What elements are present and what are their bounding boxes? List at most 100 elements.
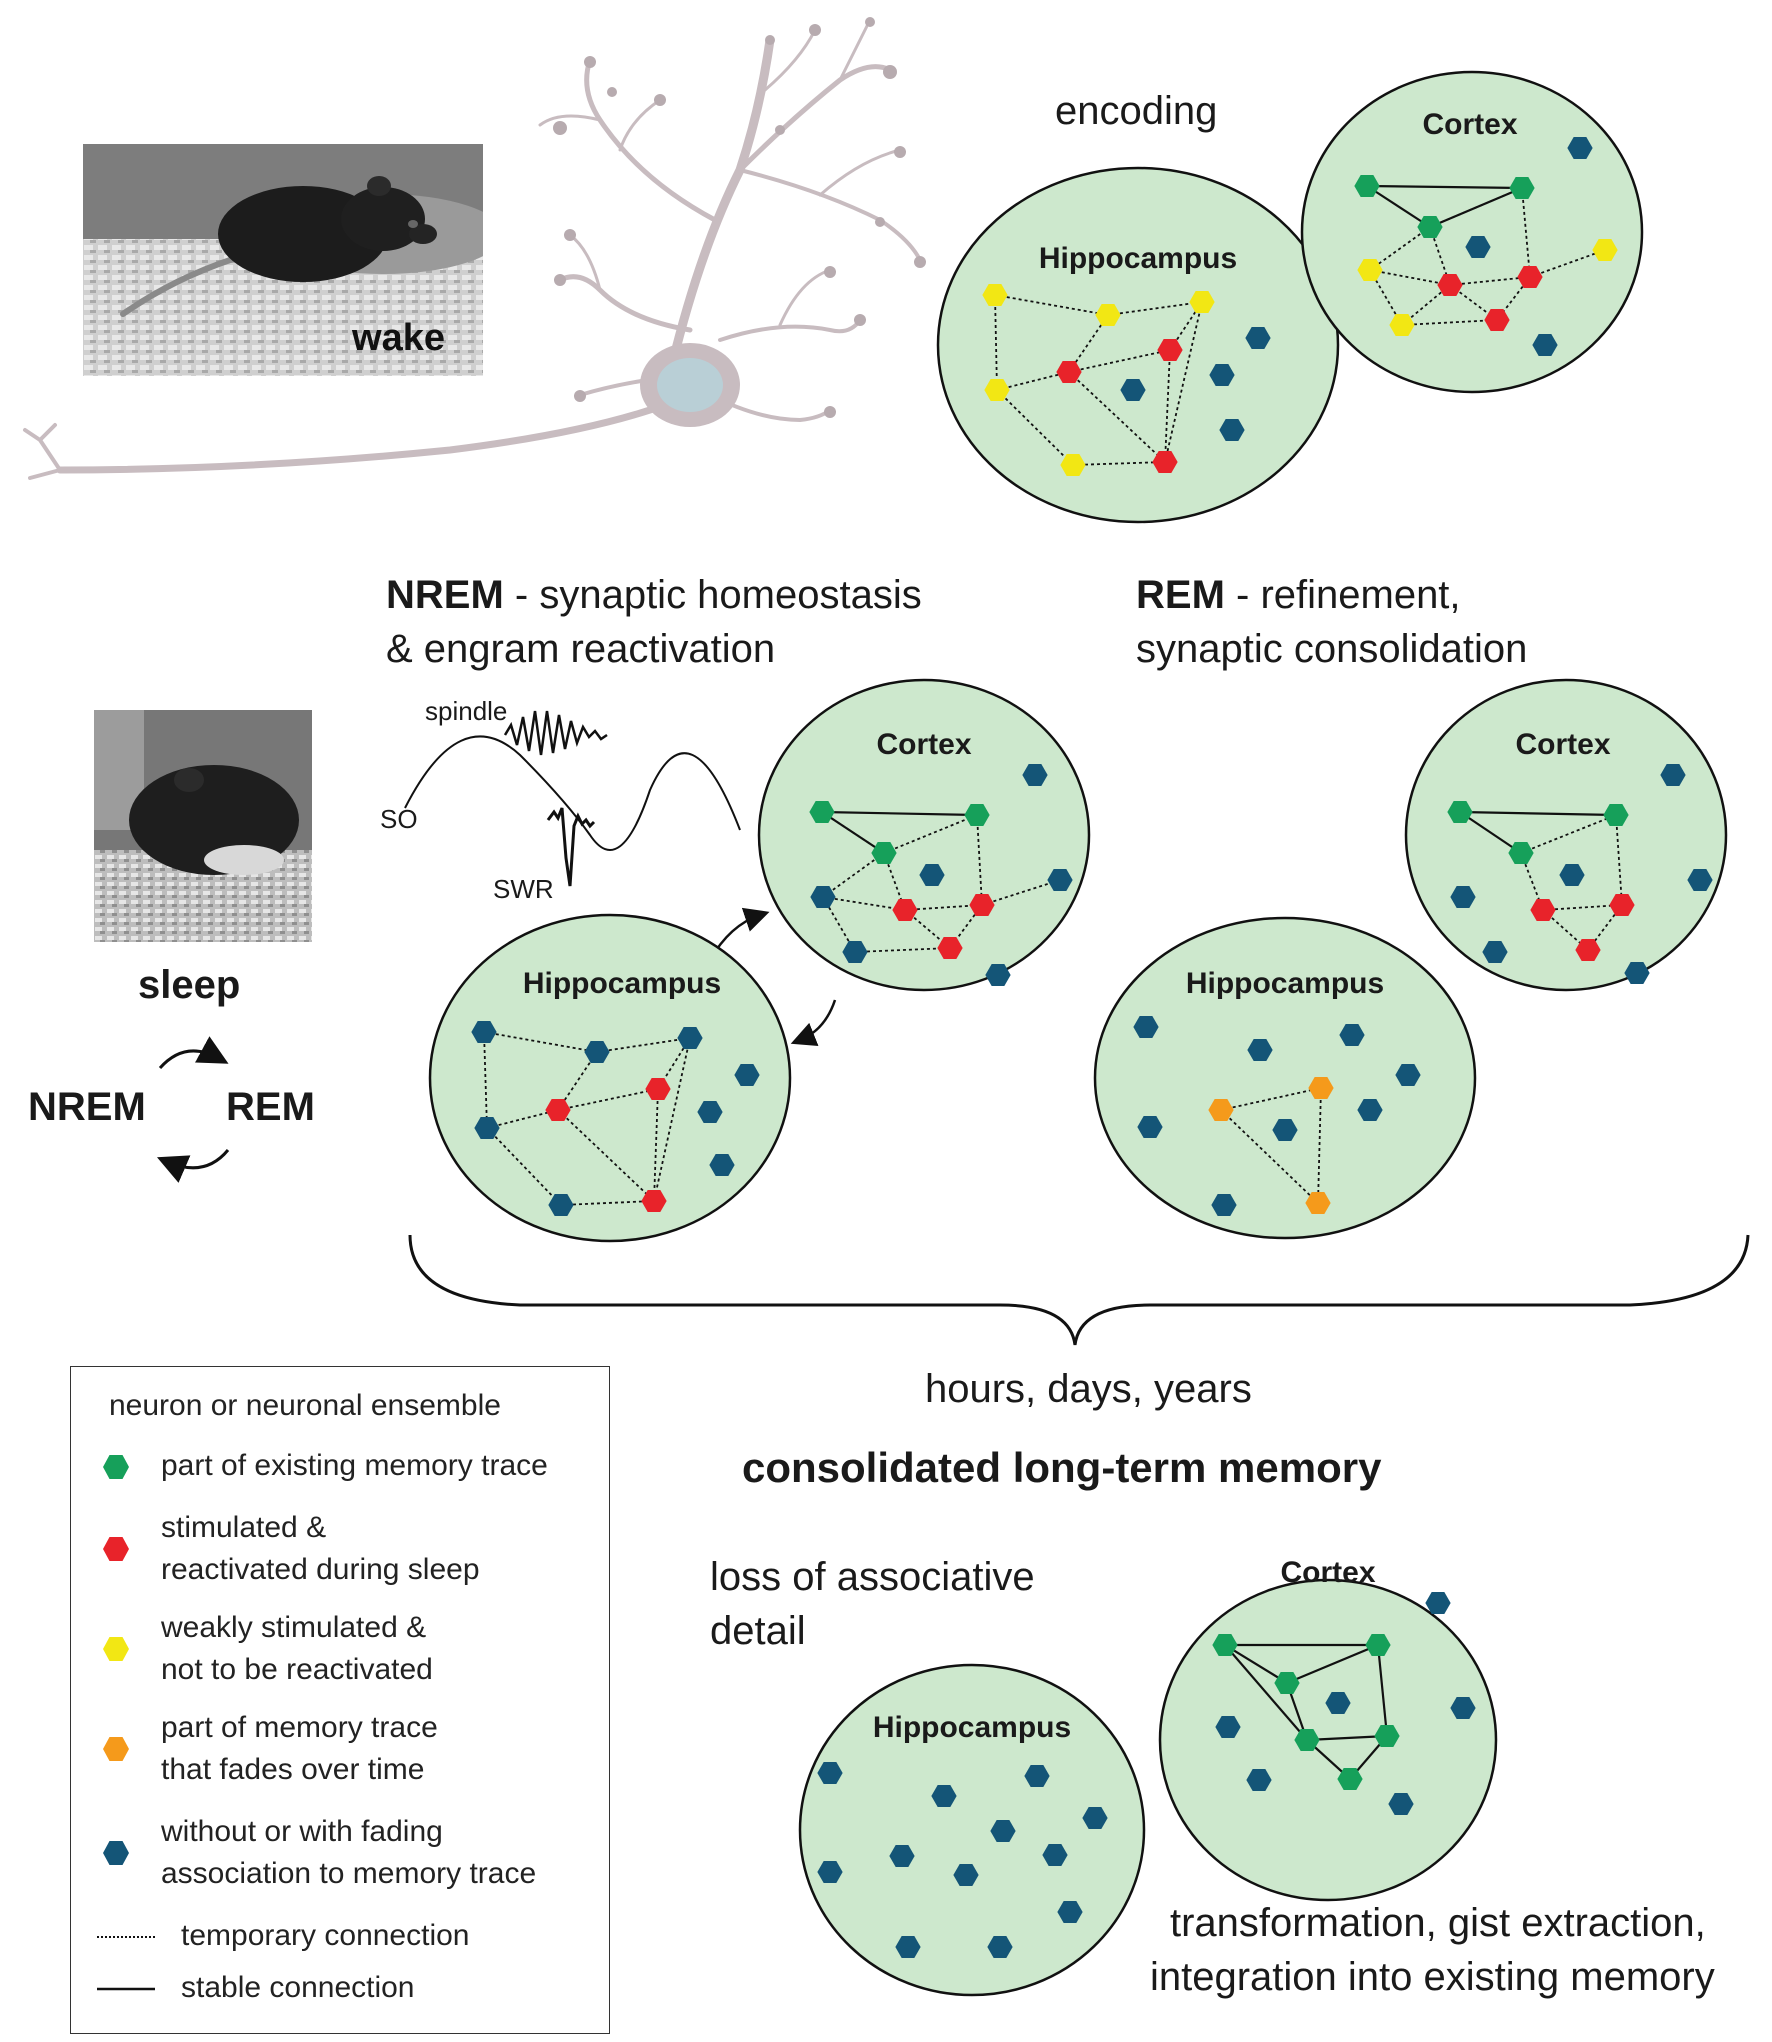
temporary-connection bbox=[1520, 814, 1617, 854]
neuron-node bbox=[969, 894, 995, 916]
temporary-connection bbox=[1220, 1087, 1322, 1111]
neuron-node bbox=[1209, 364, 1235, 386]
legend-item-text: part of memory trace that fades over tim… bbox=[161, 1711, 438, 1786]
neuron-node bbox=[987, 1936, 1013, 1958]
encoding-label: encoding bbox=[1055, 89, 1217, 133]
swr-label: SWR bbox=[493, 874, 554, 904]
loss-label-line1: loss of associative bbox=[710, 1555, 1035, 1599]
wake-label: wake bbox=[352, 317, 445, 359]
neuron-node bbox=[545, 1099, 571, 1121]
temporary-connection bbox=[904, 904, 983, 911]
legend-item-text: stable connection bbox=[181, 1971, 415, 2004]
neuron-node bbox=[1465, 236, 1491, 258]
nrem-subheading: & engram reactivation bbox=[386, 627, 775, 671]
neuron-node bbox=[641, 1190, 667, 1212]
neuron-node bbox=[1389, 314, 1415, 336]
loss-label-line2: detail bbox=[710, 1609, 806, 1653]
neuron-node bbox=[1305, 1192, 1331, 1214]
swr-trace bbox=[546, 807, 596, 887]
nrem-hippocampus-outline bbox=[428, 913, 792, 1243]
transfer-arrow-down bbox=[790, 999, 837, 1047]
neuron-node bbox=[1687, 869, 1713, 891]
rem-cortex: Cortex bbox=[1404, 678, 1728, 992]
stable-connection bbox=[1366, 184, 1523, 190]
neuron-node bbox=[842, 941, 868, 963]
neuron-node bbox=[1508, 842, 1534, 864]
neuron-node bbox=[964, 804, 990, 826]
rem-hippocampus-outline bbox=[1093, 916, 1477, 1240]
neuron-node bbox=[871, 842, 897, 864]
neuron-node bbox=[1339, 1024, 1365, 1046]
cycle-arrow-bottom bbox=[156, 1149, 230, 1183]
neuron-node bbox=[984, 379, 1010, 401]
temporary-connection bbox=[1220, 1109, 1319, 1204]
neuron-node bbox=[1208, 1099, 1234, 1121]
red-neuron-icon bbox=[103, 1537, 129, 1561]
neuron-node bbox=[1517, 266, 1543, 288]
temporary-connection bbox=[996, 371, 1070, 391]
neuron-node bbox=[474, 1117, 500, 1139]
encoding-hippocampus: Hippocampus bbox=[936, 166, 1340, 524]
stable-connection bbox=[821, 811, 885, 854]
neuron-node bbox=[1022, 764, 1048, 786]
final-cortex: Cortex bbox=[1158, 1556, 1498, 1902]
neuron-node bbox=[1325, 1692, 1351, 1714]
nrem-heading-rest: - synaptic homeostasis bbox=[504, 573, 922, 617]
cortex-label: Cortex bbox=[1280, 1556, 1375, 1589]
neuron-node bbox=[1532, 334, 1558, 356]
cycle-arrow-top bbox=[158, 1036, 229, 1070]
legend-item-text: part of existing memory trace bbox=[161, 1449, 548, 1482]
temporary-connection bbox=[596, 1037, 691, 1053]
neuron-node bbox=[1567, 137, 1593, 159]
neuron-node bbox=[709, 1154, 735, 1176]
temporary-connection bbox=[994, 294, 998, 391]
stable-connection bbox=[1306, 1734, 1388, 1742]
temporary-connection bbox=[994, 294, 1109, 316]
temporary-connection bbox=[1529, 249, 1606, 278]
neuron-node bbox=[892, 899, 918, 921]
neuron-node bbox=[1294, 1729, 1320, 1751]
neuron-node bbox=[931, 1785, 957, 1807]
neuron-node bbox=[1357, 259, 1383, 281]
neuron-node bbox=[1450, 1697, 1476, 1719]
encoding-hippocampus-outline bbox=[936, 166, 1340, 524]
neuron-node bbox=[1660, 764, 1686, 786]
legend-title: neuron or neuronal ensemble bbox=[109, 1385, 501, 1427]
cycle-nrem-label: NREM bbox=[28, 1085, 146, 1129]
neuron-node bbox=[1417, 216, 1443, 238]
neuron-node bbox=[1272, 1119, 1298, 1141]
neuron-node bbox=[1530, 899, 1556, 921]
legend-item-existing-trace: part of existing memory trace bbox=[71, 1445, 548, 1487]
neuron-node bbox=[1603, 804, 1629, 826]
neuron-node bbox=[1047, 869, 1073, 891]
neuron-node bbox=[1082, 1807, 1108, 1829]
legend-item-fading: part of memory trace that fades over tim… bbox=[71, 1707, 438, 1791]
stable-connection bbox=[1459, 811, 1522, 854]
neuron-node bbox=[697, 1101, 723, 1123]
neuron-node bbox=[953, 1864, 979, 1886]
transform-label-line2: integration into existing memory bbox=[1150, 1955, 1715, 1999]
neuron-node bbox=[1120, 379, 1146, 401]
stable-connection bbox=[1366, 185, 1431, 228]
temporary-connection bbox=[1369, 269, 1403, 326]
neuron-node bbox=[809, 801, 835, 823]
legend-item-text: without or with fading association to me… bbox=[161, 1815, 537, 1890]
neuron-node bbox=[1219, 419, 1245, 441]
slow-oscillation-trace bbox=[404, 735, 741, 851]
temporary-connection bbox=[486, 1109, 559, 1129]
neuron-node bbox=[1056, 361, 1082, 383]
consolidated-title: consolidated long-term memory bbox=[742, 1444, 1382, 1491]
neuron-node bbox=[1057, 1901, 1083, 1923]
neuron-node bbox=[1575, 939, 1601, 961]
neuron-node bbox=[1337, 1768, 1363, 1790]
neuron-node bbox=[1133, 1016, 1159, 1038]
neuron-node bbox=[1592, 239, 1618, 261]
spindle-trace bbox=[503, 710, 608, 756]
neuron-node bbox=[985, 964, 1011, 986]
hippocampus-label: Hippocampus bbox=[523, 967, 721, 1000]
temporary-connection bbox=[1068, 349, 1171, 373]
neuron-node bbox=[1437, 274, 1463, 296]
wake-photo: wake bbox=[83, 144, 483, 376]
neuron-node bbox=[1509, 177, 1535, 199]
stable-connection bbox=[821, 810, 978, 817]
